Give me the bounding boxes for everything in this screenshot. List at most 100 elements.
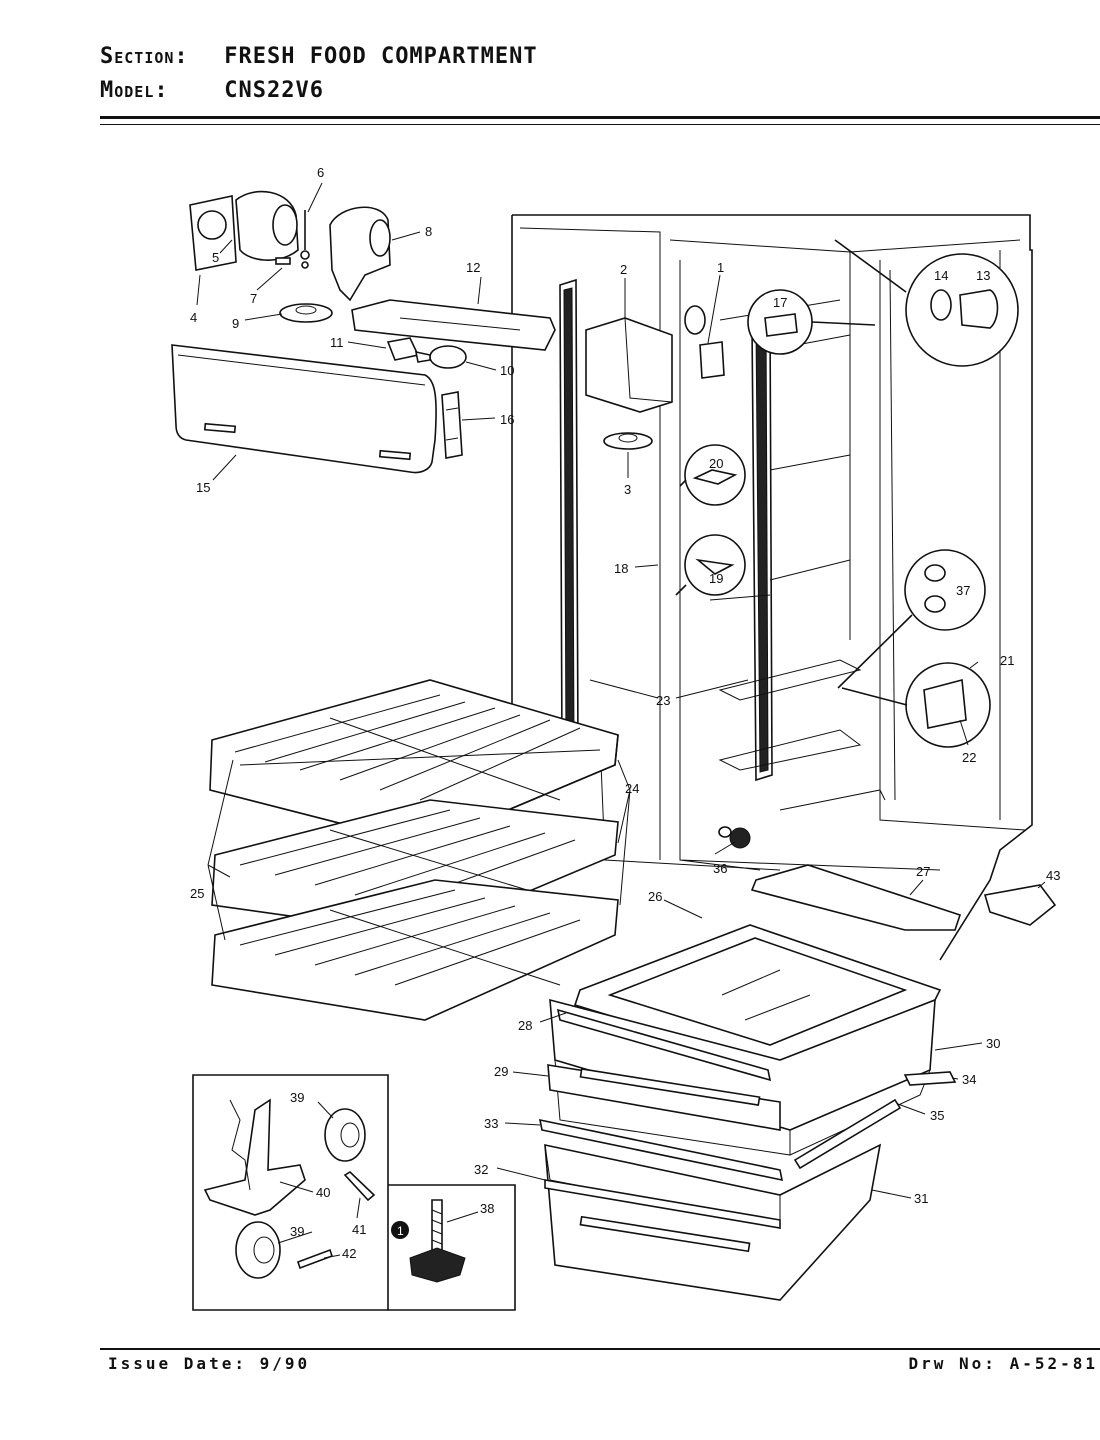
cabinet-liner [511, 214, 1033, 961]
callout-3: 3 [624, 482, 631, 497]
wire-shelf-top [209, 679, 619, 846]
wire-shelf-middle [211, 799, 619, 936]
section-value: FRESH FOOD COMPARTMENT [224, 44, 538, 69]
callout-39-bottom: 39 [290, 1224, 304, 1239]
callout-18: 18 [614, 561, 628, 576]
callout-9: 9 [232, 316, 239, 331]
callout-29: 29 [494, 1064, 508, 1079]
crisper-front-32 [544, 1179, 781, 1229]
leveling-leg-38 [409, 1199, 466, 1283]
switch-1 [684, 305, 725, 379]
model-key: Model: [100, 78, 169, 103]
callout-32: 32 [474, 1162, 488, 1177]
control-box-2 [585, 317, 673, 413]
callout-42: 42 [342, 1246, 356, 1261]
control-knob-9 [279, 303, 333, 323]
crisper-rail-33 [538, 1118, 784, 1182]
leader-lines [196, 182, 1046, 1259]
shaft-6 [300, 210, 310, 269]
callout-14: 14 [934, 268, 948, 283]
model-value: CNS22V6 [224, 78, 324, 103]
callout-38: 38 [480, 1201, 494, 1216]
shelf-ladder-left [559, 278, 579, 753]
callout-4: 4 [190, 310, 197, 325]
callout-36: 36 [713, 861, 727, 876]
light-switch-16 [441, 391, 463, 459]
inset-detail-19 [675, 534, 746, 596]
roller-39-bottom [235, 1221, 281, 1279]
callout-37: 37 [956, 583, 970, 598]
callout-7: 7 [250, 291, 257, 306]
callout-20: 20 [709, 456, 723, 471]
inset-detail-21-22 [841, 662, 991, 748]
callout-23: 23 [656, 693, 670, 708]
callout-41: 41 [352, 1222, 366, 1237]
control-housing-8 [329, 206, 391, 302]
inset-detail-37 [837, 549, 986, 689]
callout-11: 11 [330, 335, 344, 350]
roller-bracket-40 [203, 1098, 306, 1216]
roller-kit-inset [192, 1074, 516, 1311]
callout-39-top: 39 [290, 1090, 304, 1105]
svg-text:1: 1 [397, 1224, 404, 1238]
section-heading: Section: FRESH FOOD COMPARTMENT [100, 44, 538, 69]
callout-21: 21 [1000, 653, 1014, 668]
model-heading: Model: CNS22V6 [100, 78, 324, 103]
callout-16: 16 [500, 412, 514, 427]
callout-19: 19 [709, 571, 723, 586]
callout-5: 5 [212, 250, 219, 265]
slide-35 [793, 1098, 902, 1170]
crisper-front-29 [547, 1064, 781, 1131]
inset-detail-20 [679, 444, 746, 506]
callout-12: 12 [466, 260, 480, 275]
footer-rule [100, 1348, 1100, 1350]
bushing-36 [718, 826, 751, 849]
header-rule-thin [100, 124, 1100, 125]
thermostat-cover-5 [235, 190, 299, 261]
callout-24: 24 [625, 781, 639, 796]
roller-39-top [324, 1108, 366, 1162]
inset-detail-13-14 [834, 239, 1019, 367]
bracket-43 [983, 884, 1057, 926]
knob-3 [603, 432, 653, 450]
callout-31: 31 [914, 1191, 928, 1206]
callout-1: 1 [717, 260, 724, 275]
callout-15: 15 [196, 480, 210, 495]
callout-27: 27 [916, 864, 930, 879]
axle-41 [343, 1170, 376, 1202]
callout-2: 2 [620, 262, 627, 277]
inset-detail-17 [747, 289, 876, 355]
callout-10: 10 [500, 363, 514, 378]
wire-shelf-bottom [211, 879, 619, 1021]
thermostat-housing-4 [189, 195, 237, 271]
callout-22: 22 [962, 750, 976, 765]
light-shield-15 [171, 344, 437, 474]
light-bracket-12 [351, 299, 556, 351]
callout-17: 17 [773, 295, 787, 310]
callout-35: 35 [930, 1108, 944, 1123]
cover-support-27 [750, 864, 962, 931]
crisper-rail-28 [556, 1008, 772, 1082]
callout-40: 40 [316, 1185, 330, 1200]
drawing-number: Drw No: A-52-81 [908, 1354, 1098, 1373]
callout-28: 28 [518, 1018, 532, 1033]
callout-30: 30 [986, 1036, 1000, 1051]
issue-date: Issue Date: 9/90 [108, 1354, 311, 1373]
callout-8: 8 [425, 224, 432, 239]
crisper-pan-31 [544, 1143, 882, 1301]
header-rule-thick [100, 116, 1100, 119]
callout-25: 25 [190, 886, 204, 901]
section-key: Section: [100, 44, 189, 69]
clip-7 [275, 257, 291, 265]
callout-labels: 6 5 4 7 8 9 12 11 10 16 15 2 1 3 14 13 1… [190, 165, 1060, 1261]
callout-6: 6 [317, 165, 324, 180]
callout-33: 33 [484, 1116, 498, 1131]
callout-34: 34 [962, 1072, 976, 1087]
callout-43: 43 [1046, 868, 1060, 883]
axle-42 [296, 1248, 334, 1270]
socket-11 [386, 337, 420, 361]
note-marker-circle: 1 [391, 1221, 409, 1239]
callout-13: 13 [976, 268, 990, 283]
lamp-bulb-10 [414, 345, 467, 369]
